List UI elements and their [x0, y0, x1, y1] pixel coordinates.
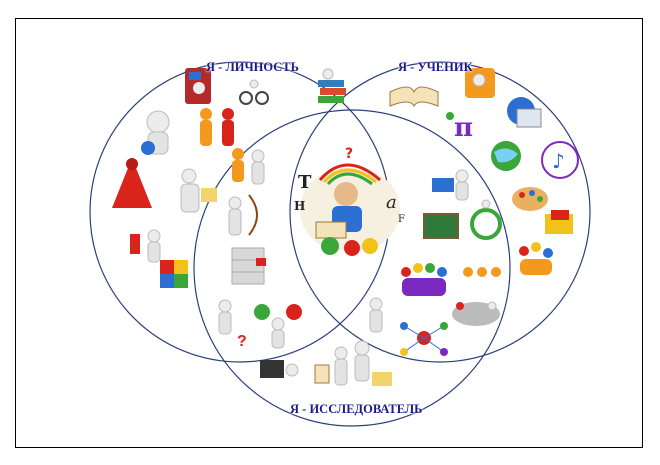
- network-icon: [400, 322, 448, 356]
- handshake-icon: [200, 108, 234, 146]
- abacus-icon: [465, 68, 495, 98]
- puzzle-icon: [160, 260, 188, 288]
- thinking-figure-icon: [354, 340, 370, 382]
- bowing-figure-icon: [130, 229, 161, 263]
- check-cross-icon: [254, 304, 302, 349]
- books-icon: [318, 68, 346, 103]
- laptop-figure-icon: [432, 169, 469, 201]
- computer-icon: [507, 97, 542, 128]
- wall-builder-icon: [231, 247, 266, 285]
- music-notes-icon: ♪: [541, 141, 579, 179]
- check-cross-icon: [372, 372, 392, 386]
- center-question-mark: ?: [345, 146, 353, 162]
- question-figure-icon: ?: [218, 299, 247, 350]
- svg-text:?: ?: [237, 333, 247, 350]
- stars-crowd-icon: [519, 242, 553, 275]
- circle-student: [289, 61, 591, 363]
- svg-text:π: π: [454, 113, 473, 143]
- label-researcher: Я - ИССЛЕДОВАТЕЛЬ: [290, 402, 423, 416]
- computer-icon: [260, 360, 299, 378]
- pi-symbol-icon: π: [446, 112, 473, 143]
- center-letter-t: T: [298, 172, 312, 193]
- chalkboard-icon: [423, 213, 459, 239]
- person-with-flag-icon: [185, 68, 211, 104]
- clipboard-figure-icon: [314, 346, 348, 386]
- label-student: Я - УЧЕНИК: [398, 60, 473, 74]
- bicycle-icon: [239, 79, 269, 105]
- label-personality: Я - ЛИЧНОСТЬ: [206, 60, 299, 74]
- red-crowd-icon: [112, 158, 152, 208]
- globe-icon: [491, 141, 521, 171]
- thinking-figure-icon: [141, 110, 170, 155]
- boy-reading-icon: [300, 163, 400, 256]
- palette-icon: [512, 187, 548, 211]
- center-letter-f: F: [398, 214, 405, 225]
- recycling-icon: [470, 199, 502, 240]
- circle-researcher: [193, 109, 511, 427]
- meeting-table-icon: [452, 301, 500, 326]
- painter-icon: [180, 168, 217, 213]
- chemistry-icon: [545, 210, 573, 234]
- center-letter-a: a: [386, 192, 397, 213]
- svg-text:♪: ♪: [552, 149, 565, 173]
- archer-icon: [228, 194, 258, 236]
- magnifier-figure-icon: [369, 297, 383, 333]
- dancing-figures-icon: [232, 148, 265, 185]
- people-circle-icon: [401, 263, 447, 296]
- dancing-figures-icon: [463, 267, 501, 277]
- open-book-icon: [389, 86, 439, 108]
- center-letter-h: H: [294, 199, 305, 213]
